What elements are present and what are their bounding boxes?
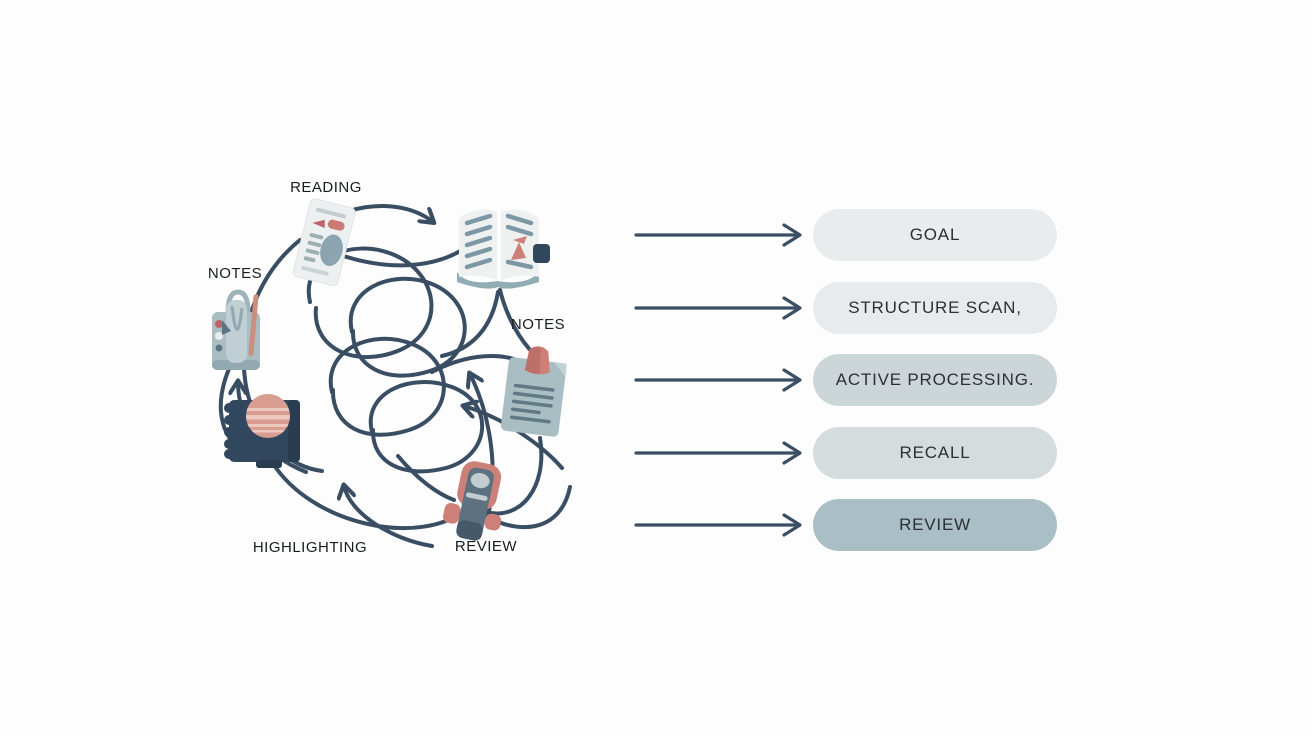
step-row-structure-scan: STRUCTURE SCAN, [633,282,1057,334]
step-pill-recall: RECALL [813,427,1057,479]
step-pill-active-processing: ACTIVE PROCESSING. [813,354,1057,406]
step-row-goal: GOAL [633,209,1057,261]
note-paper-icon [500,346,567,437]
label-notes-right: NOTES [510,316,566,333]
label-reading: READING [290,179,362,196]
step-row-active-processing: ACTIVE PROCESSING. [633,354,1057,406]
reading-document-icon [292,198,356,287]
label-review: REVIEW [454,538,518,555]
step-pill-goal: GOAL [813,209,1057,261]
right-arrow-icon [634,223,802,247]
step-row-recall: RECALL [633,427,1057,479]
highlighter-icon [442,461,502,541]
right-arrow-icon [634,513,802,537]
open-book-icon [457,209,550,289]
right-arrow-icon [634,368,802,392]
label-highlighting: HIGHLIGHTING [252,539,368,556]
step-pill-review: REVIEW [813,499,1057,551]
label-notes-left: NOTES [207,265,263,282]
step-row-review: REVIEW [633,499,1057,551]
pencil-case-icon [212,289,260,370]
step-pill-structure-scan: STRUCTURE SCAN, [813,282,1057,334]
right-arrow-icon [634,296,802,320]
right-arrow-icon [634,441,802,465]
spiral-notebook-icon [224,394,300,468]
